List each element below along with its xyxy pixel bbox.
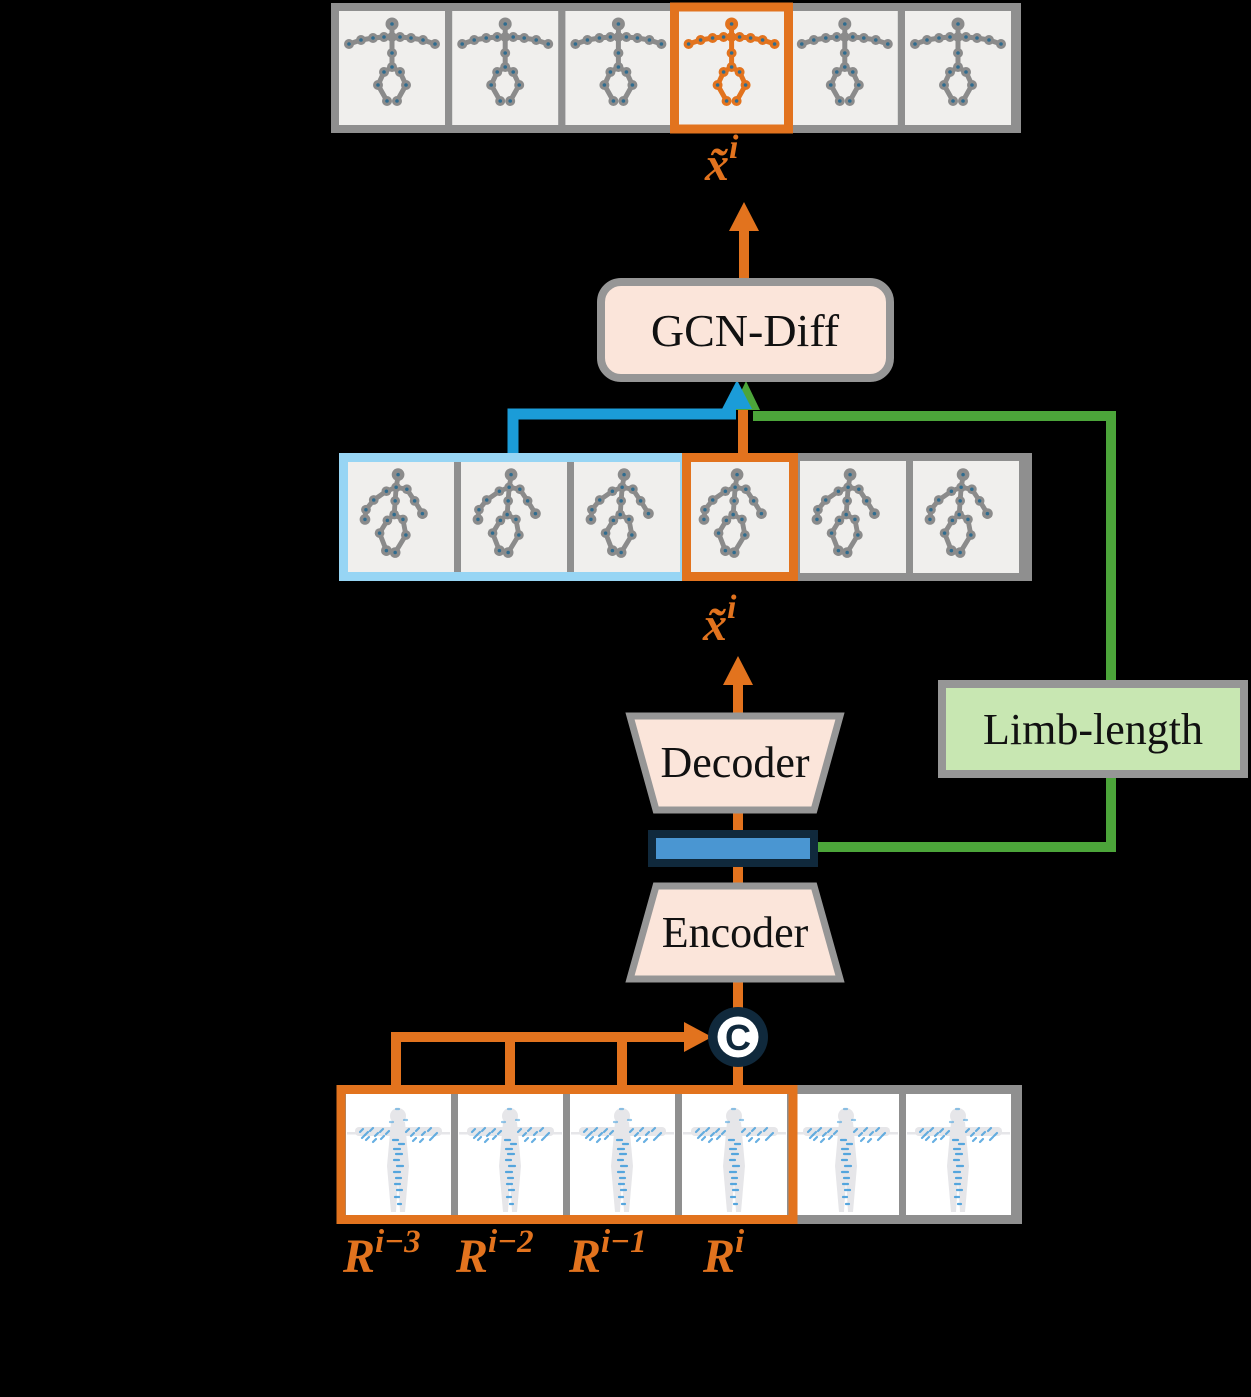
encoder-block	[625, 882, 845, 983]
radar-frame-label-2: Ri−2	[455, 1224, 534, 1283]
radar-input-group-border	[336, 1085, 798, 1224]
limb-length-label: Limb-length	[983, 705, 1203, 754]
gcn-input-arrows	[507, 380, 1116, 852]
reconstructed-pose-label: x̃i	[702, 589, 737, 651]
decoder-label: Decoder	[660, 738, 809, 787]
gcn-output-arrow	[729, 202, 759, 288]
gcn-diff-block	[597, 278, 894, 382]
radar-spectrogram	[794, 1094, 899, 1215]
arrowhead-up-icon	[723, 656, 753, 685]
radar-frame-label-4: Ri	[702, 1224, 745, 1283]
radar-spectrogram	[906, 1094, 1011, 1215]
concat-node: C	[708, 1007, 768, 1067]
gcn-diff-label: GCN-Diff	[651, 305, 840, 356]
refined-pose-row	[331, 2, 1021, 134]
refined-pose-label: x̃i	[704, 129, 739, 191]
arrowhead-right-icon	[684, 1022, 712, 1052]
encoder-label: Encoder	[662, 908, 809, 957]
reconstructed-pose-row	[339, 453, 1032, 581]
blue-arrowhead-icon	[722, 380, 752, 409]
radar-spectrogram	[682, 1094, 787, 1215]
concat-collector-arrow	[391, 1022, 712, 1090]
latent-vector	[656, 838, 810, 859]
radar-spectrogram	[458, 1094, 563, 1215]
concat-label: C	[725, 1017, 751, 1058]
limb-length-block	[938, 680, 1248, 778]
highlighted-frame-border	[682, 453, 798, 581]
limb-length-path	[753, 411, 1116, 852]
radar-spectrogram	[570, 1094, 675, 1215]
concat-inner	[717, 1016, 759, 1058]
radar-frame-label-1: Ri−3	[342, 1224, 421, 1283]
arrowhead-up-icon	[729, 202, 759, 231]
temporal-window-path	[507, 408, 736, 462]
highlighted-frame-border	[670, 2, 793, 134]
decoder-block	[625, 712, 845, 814]
decoder-output-arrow	[723, 656, 753, 718]
radar-input-row	[336, 1085, 1022, 1224]
radar-spectrogram	[346, 1094, 451, 1215]
radar-frame-label-3: Ri−1	[568, 1224, 647, 1283]
